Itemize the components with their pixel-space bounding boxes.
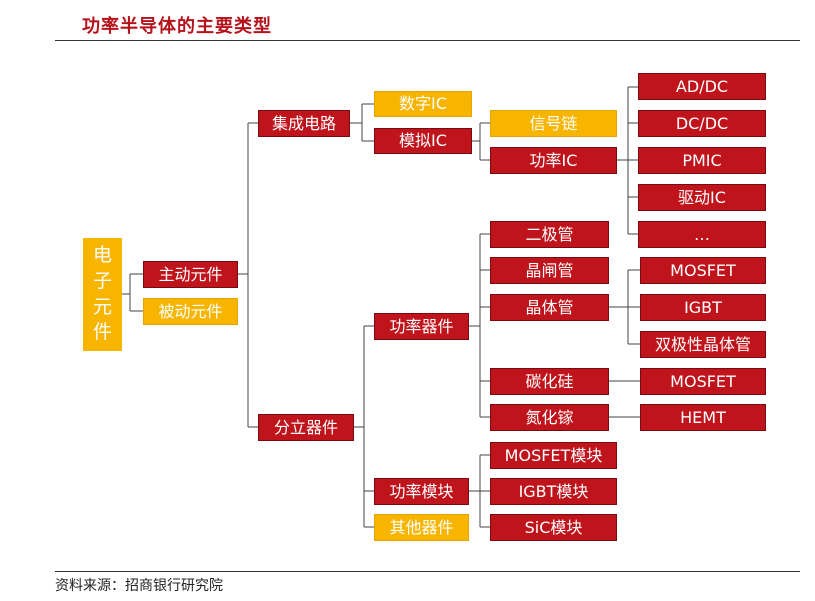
node-integrated-circuit: 集成电路: [258, 110, 350, 137]
node-gallium-nitride: 氮化镓: [490, 404, 609, 431]
top-rule: [55, 40, 800, 41]
node-igbt: IGBT: [640, 294, 766, 321]
node-pmic: PMIC: [638, 147, 766, 174]
node-power-module: 功率模块: [374, 478, 469, 505]
node-igbt-module: IGBT模块: [490, 478, 617, 505]
node-electronic-components: 电子元件: [83, 238, 122, 351]
diagram-title: 功率半导体的主要类型: [82, 16, 272, 37]
node-discrete-devices: 分立器件: [258, 414, 354, 441]
bottom-rule: [55, 571, 800, 572]
node-driver-ic: 驱动IC: [638, 184, 766, 211]
node-diode: 二极管: [490, 221, 609, 248]
node-sic-module: SiC模块: [490, 514, 617, 541]
node-silicon-carbide: 碳化硅: [490, 368, 609, 395]
node-mosfet: MOSFET: [640, 257, 766, 284]
node-bjt: 双极性晶体管: [640, 331, 766, 358]
node-ad-dc: AD/DC: [638, 73, 766, 100]
node-digital-ic: 数字IC: [374, 91, 472, 117]
node-dc-dc: DC/DC: [638, 110, 766, 137]
node-ellipsis: …: [638, 221, 766, 248]
node-signal-chain: 信号链: [490, 110, 617, 137]
node-other-device: 其他器件: [374, 514, 469, 541]
node-power-ic: 功率IC: [490, 147, 617, 174]
node-active-components: 主动元件: [143, 261, 238, 288]
node-mosfet-module: MOSFET模块: [490, 442, 617, 469]
node-analog-ic: 模拟IC: [374, 128, 472, 154]
node-thyristor: 晶闸管: [490, 257, 609, 284]
source-note: 资料来源：招商银行研究院: [55, 578, 223, 594]
node-transistor: 晶体管: [490, 294, 609, 321]
node-sic-mosfet: MOSFET: [640, 368, 766, 395]
node-hemt: HEMT: [640, 404, 766, 431]
node-passive-components: 被动元件: [143, 298, 238, 325]
node-power-device: 功率器件: [374, 313, 469, 340]
